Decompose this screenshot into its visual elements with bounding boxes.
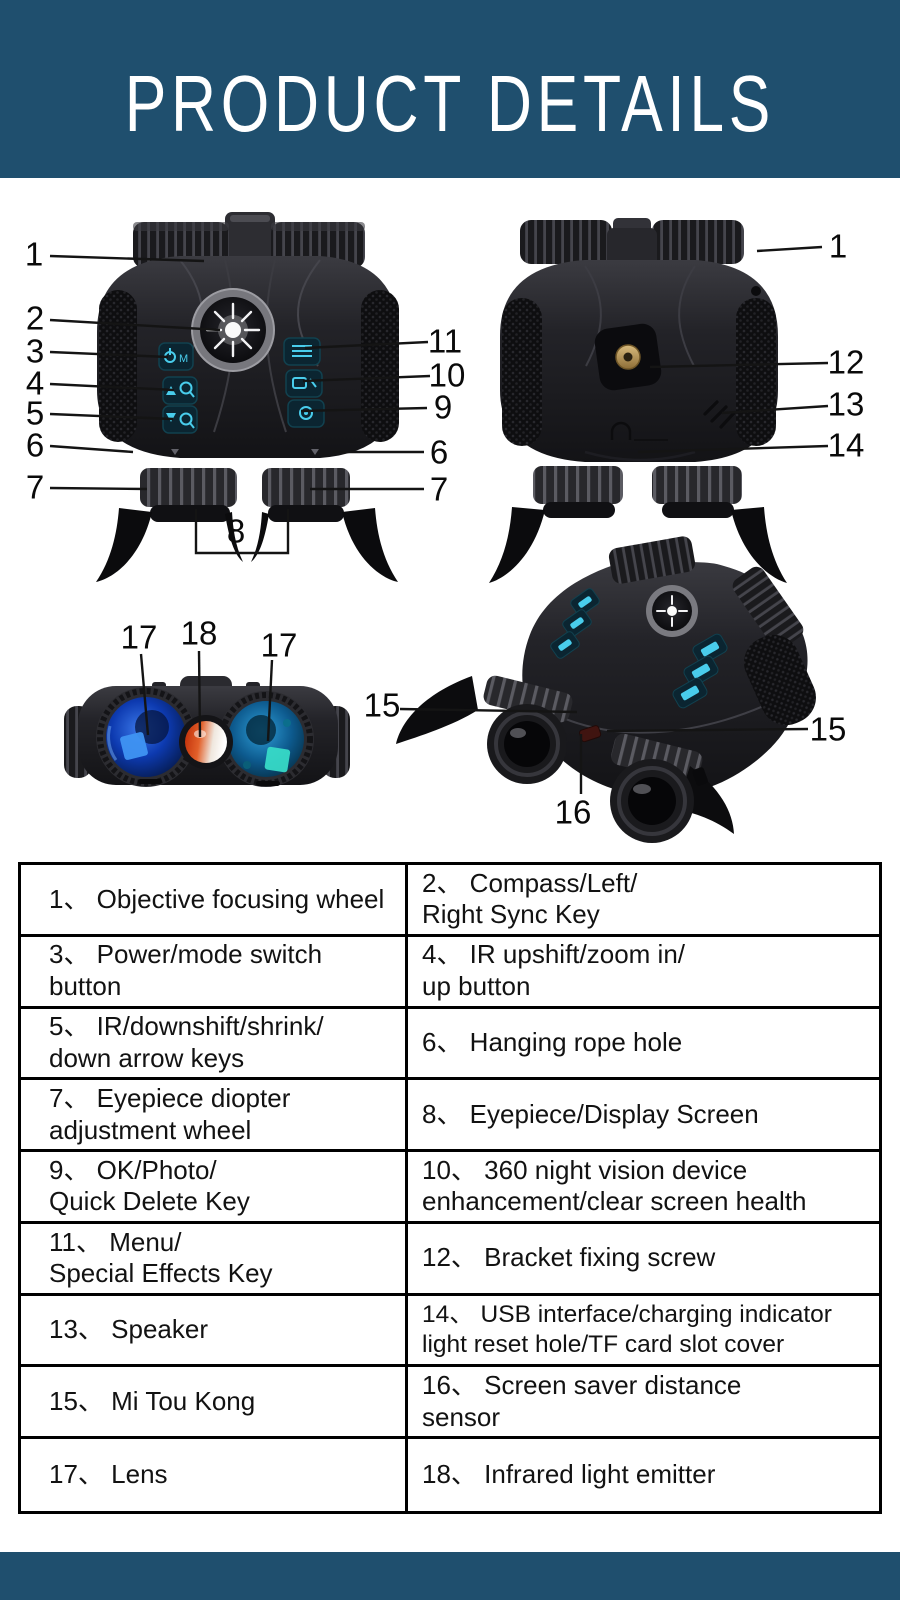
callout-1b: 1 [828, 227, 848, 265]
part-cell-7: 7、 Eyepiece diopter adjustment wheel [21, 1080, 408, 1153]
callout-2: 2 [25, 299, 45, 337]
part-cell-2: 2、 Compass/Left/ Right Sync Key [408, 865, 879, 937]
svg-text:M: M [179, 353, 188, 365]
left-lens [96, 687, 196, 787]
callout-6-left: 6 [25, 426, 45, 464]
part-cell-10: 10、 360 night vision device enhancement/… [408, 1152, 879, 1224]
callout-12: 12 [827, 343, 865, 381]
menu-button-icon [283, 337, 321, 366]
callout-11: 11 [427, 322, 463, 360]
figure-bottom-view [489, 218, 787, 583]
distance-sensor [579, 725, 602, 743]
part-cell-9: 9、 OK/Photo/ Quick Delete Key [21, 1152, 408, 1224]
callout-7-right: 7 [429, 470, 449, 508]
up-zoom-in-button-icon [162, 376, 198, 405]
part-cell-16: 16、 Screen saver distance sensor [408, 1367, 879, 1440]
callout-5: 5 [25, 394, 45, 432]
callout-16: 16 [554, 793, 592, 831]
part-cell-14: 14、 USB interface/charging indicator lig… [408, 1296, 879, 1368]
callout-17-left: 17 [120, 618, 158, 656]
callout-14: 14 [827, 426, 865, 464]
callout-15-left: 15 [363, 686, 401, 724]
down-zoom-out-button-icon [162, 405, 198, 434]
callout-15-right: 15 [809, 710, 847, 748]
compass [191, 288, 275, 372]
page-title: PRODUCT DETAILS [124, 59, 776, 148]
infrared-emitter [179, 715, 233, 769]
power-mode-button-icon: M [158, 342, 194, 371]
callout-17-right: 17 [260, 626, 298, 664]
callout-9: 9 [433, 388, 453, 426]
part-cell-8: 8、 Eyepiece/Display Screen [408, 1080, 879, 1153]
speaker-grille [703, 400, 736, 429]
compass-small [646, 585, 698, 637]
part-cell-4: 4、 IR upshift/zoom in/ up button [408, 937, 879, 1009]
callout-1: 1 [24, 235, 44, 273]
part-cell-1: 1、 Objective focusing wheel [21, 865, 408, 937]
footer-band [0, 1552, 900, 1600]
part-cell-12: 12、 Bracket fixing screw [408, 1224, 879, 1296]
callout-13: 13 [827, 385, 865, 423]
part-cell-3: 3、 Power/mode switch button [21, 936, 408, 1009]
right-lens [218, 691, 314, 787]
display-button-icon [285, 369, 323, 398]
part-cell-6: 6、 Hanging rope hole [408, 1009, 879, 1081]
part-cell-11: 11、 Menu/ Special Effects Key [21, 1223, 408, 1296]
part-cell-13: 13、 Speaker [21, 1295, 408, 1368]
part-cell-15: 15、 Mi Tou Kong [21, 1367, 408, 1440]
callout-6-right: 6 [429, 433, 449, 471]
callout-7-left: 7 [25, 468, 45, 506]
part-cell-5: 5、 IR/downshift/shrink/ down arrow keys [21, 1008, 408, 1081]
part-cell-18: 18、 Infrared light emitter [422, 1459, 716, 1490]
ok-photo-button-icon [287, 399, 325, 428]
figure-angled-view [396, 536, 816, 843]
figure-top-view: M [96, 212, 399, 582]
part-cell-17: 17、 Lens [21, 1439, 408, 1511]
parts-table: 1、 Objective focusing wheel 2、 Compass/L… [18, 862, 882, 1514]
callout-3: 3 [25, 332, 45, 370]
callout-4: 4 [25, 364, 45, 402]
header-band: PRODUCT DETAILS [0, 0, 900, 178]
callout-18: 18 [180, 614, 218, 652]
callout-8: 8 [226, 512, 246, 550]
figure-front-lens-view [64, 676, 350, 787]
tripod-screw [594, 323, 662, 391]
rope-hole-icon [610, 421, 668, 441]
callout-10: 10 [428, 356, 466, 394]
